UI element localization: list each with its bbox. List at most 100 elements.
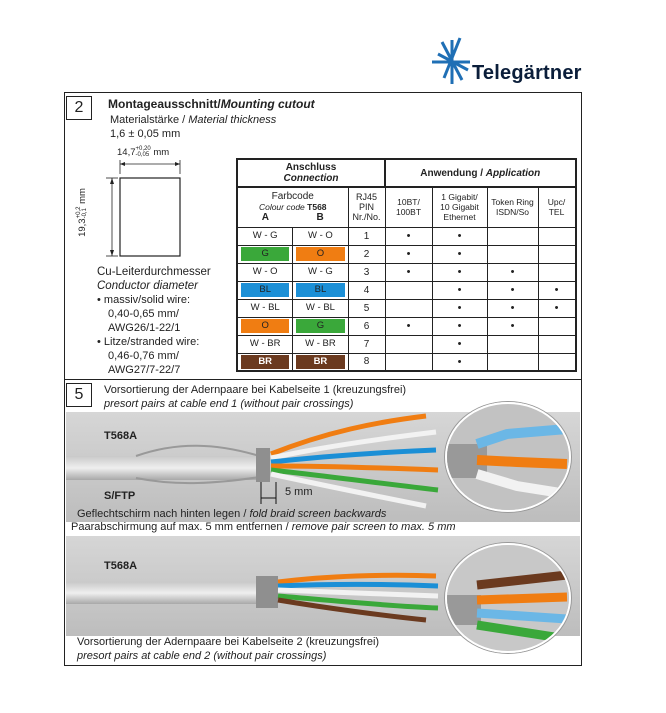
bullet-dot: • [510, 266, 515, 278]
cutout-width-dim: 14,7+0,20-0,05 mm [117, 146, 169, 159]
t568a-label-1: T568A [104, 430, 138, 442]
cutout-height-value: 19,3 [76, 218, 88, 237]
app-cell [537, 334, 577, 354]
cutout-height-tol: +0,2-0,1 [76, 207, 88, 219]
bullet-dot: • [457, 302, 462, 314]
title-de: Montageausschnitt/ [108, 97, 221, 111]
application-de: Anwendung / [420, 167, 486, 179]
colour-a-cell: G [236, 244, 294, 264]
application-en: Application [485, 167, 541, 179]
app-cell [486, 334, 539, 354]
section-divider [64, 379, 582, 380]
colour-a-cell-swatch: O [241, 319, 290, 333]
pin-header: RJ45 PIN Nr./No. [347, 186, 386, 228]
title-en: Mounting cutout [220, 97, 315, 111]
connection-en: Connection [283, 173, 339, 184]
solid-wire-label: • massiv/solid wire: [97, 294, 191, 306]
col-b-label: B [316, 212, 324, 224]
app-cell: • [431, 280, 488, 300]
pair-screen-instruction: Paarabschirmung auf max. 5 mm entfernen … [71, 521, 456, 534]
solid-wire-range: 0,40-0,65 mm/ [108, 308, 179, 320]
app-cell: • [431, 262, 488, 282]
presort-line2-en: presort pairs at cable end 2 (without pa… [77, 650, 327, 662]
colour-b-cell: W - G [292, 262, 349, 282]
conductor-de: Cu-Leiterdurchmesser [97, 266, 211, 278]
colour-a-cell: W - BL [236, 298, 294, 318]
thickness-de: Materialstärke / [110, 114, 189, 126]
stranded-wire-awg: AWG27/7-22/7 [108, 364, 181, 376]
pin-number-cell: 5 [347, 298, 386, 318]
app-cell: • [431, 334, 488, 354]
colour-a-cell-swatch: BL [241, 283, 290, 297]
pin-number-cell: 6 [347, 316, 386, 336]
app-cell: • [384, 262, 433, 282]
colour-a-cell-swatch: BR [241, 354, 290, 369]
cutout-height-dim: 19,3+0,2-0,1 mm [76, 188, 89, 237]
app-cell: • [486, 280, 539, 300]
colour-b-cell: G [292, 316, 349, 336]
pin-number-cell: 8 [347, 352, 386, 372]
app-cell [537, 244, 577, 264]
pin-number-cell: 4 [347, 280, 386, 300]
app-cell [384, 334, 433, 354]
colour-a-cell-swatch: W - BL [241, 301, 290, 315]
colour-b-cell: BR [292, 352, 349, 372]
colour-b-cell-swatch: G [296, 319, 345, 333]
app-cell: • [431, 226, 488, 246]
colour-b-cell: BL [292, 280, 349, 300]
connection-header: Anschluss Connection [236, 158, 386, 188]
colour-code-std: T568 [307, 202, 327, 213]
colour-a-cell: W - BR [236, 334, 294, 354]
colour-a-cell: W - G [236, 226, 294, 246]
app-cell [384, 280, 433, 300]
cutout-height-unit: mm [76, 188, 88, 204]
bullet-dot: • [510, 302, 515, 314]
app-cell: • [384, 226, 433, 246]
cutout-width-tol: +0,20-0,05 [136, 146, 151, 158]
bullet-dot: • [457, 248, 462, 260]
conductor-en: Conductor diameter [97, 280, 198, 292]
cutout-drawing [106, 160, 181, 257]
detail-photo-1 [445, 402, 571, 512]
thickness-value: 1,6 ± 0,05 mm [110, 128, 181, 140]
app-cell [537, 226, 577, 246]
cutout-width-tol-lower: -0,05 [135, 152, 150, 159]
app-header-gigabit: 1 Gigabit/ 10 Gigabit Ethernet [431, 186, 488, 228]
dim-5mm-label: 5 mm [285, 486, 313, 498]
app-cell [486, 244, 539, 264]
section-number-2: 2 [66, 96, 92, 120]
pin-number-cell: 7 [347, 334, 386, 354]
colour-a-cell-swatch: G [241, 247, 290, 261]
app-cell: • [431, 352, 488, 372]
app-cell: • [431, 244, 488, 264]
cutout-width-unit: mm [153, 147, 170, 158]
bullet-dot: • [457, 320, 462, 332]
cutout-width-tol-upper: +0,20 [135, 146, 151, 153]
bullet-dot: • [457, 338, 462, 350]
colour-code-label: Colour code T568 [238, 202, 348, 212]
colour-a-cell-swatch: W - O [241, 265, 290, 279]
app-cell: • [431, 298, 488, 318]
colour-a-cell: O [236, 316, 294, 336]
app-header-upc: Upc/ TEL [537, 186, 577, 228]
app-cell: • [537, 298, 577, 318]
colour-b-cell-swatch: BR [296, 354, 345, 369]
telegaertner-logo-icon [432, 37, 470, 84]
bullet-dot: • [457, 266, 462, 278]
pair-de: Paarabschirmung auf max. 5 mm entfernen … [71, 521, 292, 533]
detail-photo-2 [445, 543, 571, 653]
application-header: Anwendung / Application [384, 158, 577, 188]
connection-de: Anschluss [285, 162, 337, 173]
app-header-tokenring: Token Ring ISDN/So [486, 186, 539, 228]
presort-line2-de: Vorsortierung der Adernpaare bei Kabelse… [77, 636, 380, 648]
colour-b-cell-swatch: W - BR [296, 337, 345, 351]
app-cell [537, 262, 577, 282]
sftp-label: S/FTP [104, 490, 136, 502]
app-cell: • [384, 244, 433, 264]
colour-b-cell-swatch: W - BL [296, 301, 345, 315]
